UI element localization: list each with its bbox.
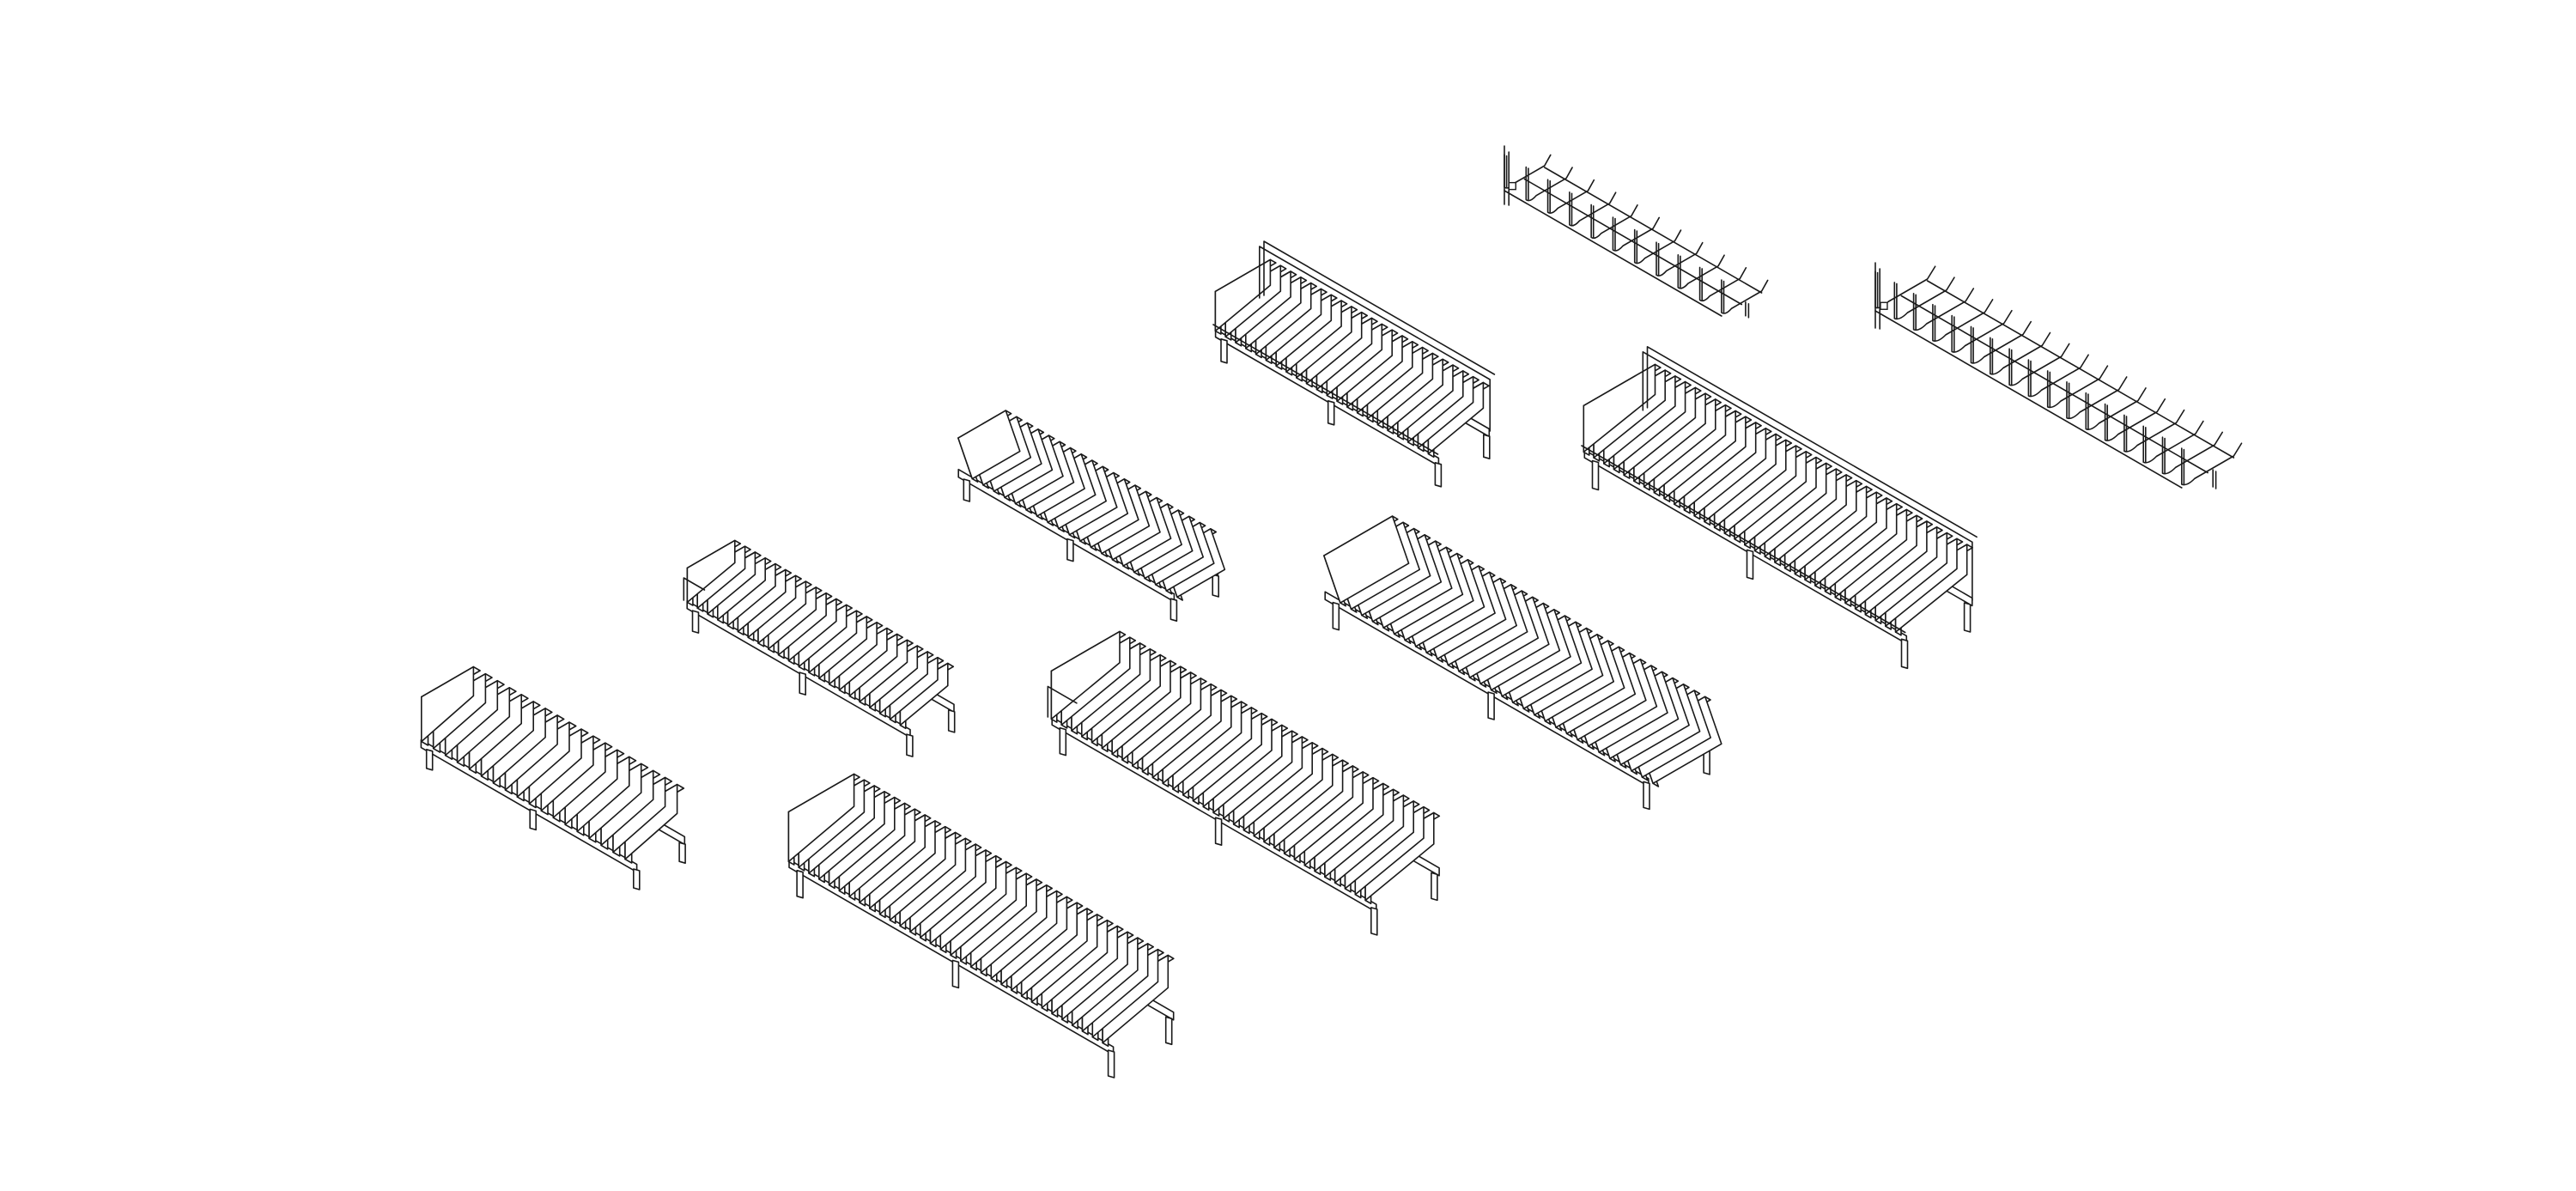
rack-wire-large	[1874, 262, 2243, 489]
front-rail	[1581, 445, 1906, 634]
rack-leg	[1483, 434, 1491, 460]
rack-leg	[678, 842, 686, 865]
wire-loop	[2027, 354, 2089, 398]
rack-leg	[691, 610, 700, 634]
rack-leg	[1066, 538, 1074, 562]
rack-leg	[632, 868, 641, 890]
rack-wire-small	[1504, 145, 1769, 319]
rack-leg	[1107, 1049, 1115, 1079]
wire-loop	[2066, 376, 2128, 420]
back-rail	[1259, 246, 1491, 432]
rack-leg	[529, 808, 538, 831]
rack-solid-small-a	[420, 665, 686, 890]
wire-loop	[1970, 320, 2032, 364]
rack-leg	[1963, 602, 1971, 633]
rack-leg	[963, 478, 971, 502]
rack-leg	[951, 959, 960, 989]
rack-leg	[906, 733, 914, 757]
rack-leg	[796, 869, 804, 899]
wire-loop	[1633, 228, 1682, 264]
wire-loop	[1677, 254, 1725, 289]
wire-frame-back	[1926, 280, 2235, 459]
wire-frame-front	[1504, 190, 1722, 317]
slat-side	[787, 773, 855, 863]
end-bracket	[683, 577, 706, 601]
wire-loop	[1932, 299, 1994, 342]
rack-leg	[1214, 817, 1223, 847]
rack-leg	[1212, 574, 1219, 598]
wire-loop	[1990, 331, 2051, 375]
back-rail-inner	[1263, 240, 1496, 375]
front-rail	[1212, 324, 1439, 455]
wire-loop	[1569, 191, 1617, 227]
wire-loop	[2180, 442, 2243, 486]
rack-leg	[1746, 549, 1754, 580]
rack-leg	[1170, 598, 1178, 623]
end-bracket	[1047, 685, 1078, 718]
rack-leg	[1370, 907, 1378, 936]
rack-leg	[1220, 337, 1228, 364]
rack-solid-small-b	[683, 539, 956, 757]
wire-loop	[1612, 216, 1661, 252]
wire-loop	[1525, 166, 1573, 202]
rack-leg	[1431, 872, 1438, 902]
slat-side	[1050, 630, 1121, 720]
rack-leg	[1643, 781, 1650, 811]
rack-leg	[1487, 691, 1495, 720]
rack-leg	[1900, 638, 1909, 670]
wire-loop	[2008, 343, 2070, 386]
racks-layer	[420, 145, 2243, 1079]
rack-leg	[947, 709, 956, 733]
rack-angled-small	[957, 410, 1226, 623]
slat-side	[420, 665, 475, 743]
slat-side	[1214, 258, 1272, 332]
rack-angled-large	[1323, 515, 1722, 811]
wire-loop	[1546, 179, 1595, 214]
rack-leg	[1059, 726, 1067, 757]
wire-loop	[1893, 276, 1955, 320]
rack-leg	[1434, 461, 1443, 488]
wire-loop	[2104, 398, 2166, 441]
rack-leg	[1164, 1016, 1173, 1046]
wire-frame-back	[1544, 167, 1763, 294]
wire-loop	[2046, 365, 2109, 409]
rack-railed-small	[1212, 240, 1496, 488]
wire-loop	[1721, 279, 1769, 314]
wire-loop	[2142, 420, 2204, 464]
wire-loop	[1951, 309, 2013, 353]
back-rail-inner	[1646, 346, 1978, 538]
wire-frame-mid	[1523, 178, 1743, 306]
rack-solid-large-b	[1047, 630, 1441, 936]
wire-clip	[1880, 301, 1888, 310]
wire-clip	[1508, 181, 1516, 191]
rack-leg	[799, 671, 807, 696]
rack-leg	[1327, 399, 1335, 426]
rack-leg	[425, 748, 434, 771]
rack-solid-large-a	[787, 773, 1175, 1079]
rack-railed-large	[1581, 346, 1978, 670]
back-rail	[1642, 351, 1973, 602]
wire-frame-front	[1874, 310, 2183, 489]
wire-loop	[1590, 204, 1638, 240]
slat-side	[1583, 363, 1656, 453]
slat-side	[1323, 515, 1410, 604]
rack-leg	[1332, 601, 1340, 631]
wire-loop	[1698, 266, 1747, 302]
wire-loop	[1912, 288, 1975, 331]
wire-loop	[2123, 409, 2185, 453]
wire-loop	[1656, 241, 1704, 276]
wire-loop	[2085, 387, 2147, 430]
rack-leg	[1591, 459, 1600, 491]
slat-side	[957, 410, 1021, 480]
wire-loop	[2161, 431, 2224, 475]
